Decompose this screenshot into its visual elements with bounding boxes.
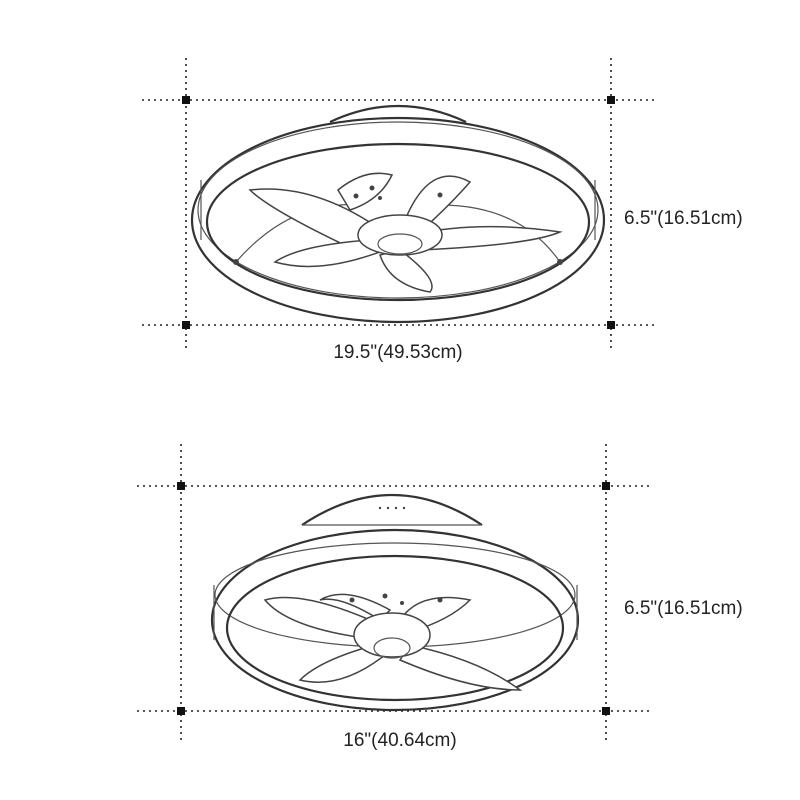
screw [349,597,355,603]
inner-ring [225,554,565,702]
corner-marker [182,96,190,104]
outer-ring [190,116,606,324]
corner-marker [607,96,615,104]
rod-mount [233,259,239,265]
sensor-dot [402,506,406,510]
motor-hub [353,612,431,658]
corner-marker [182,321,190,329]
large-fan-figure: 6.5"(16.51cm) 19.5"(49.53cm) [142,58,743,363]
small-fan-illustration [210,494,580,712]
sensor-dot [378,506,382,510]
screw [400,601,404,605]
hub-cap [373,637,411,659]
ceiling-canopy [329,104,467,123]
large-fan-width-label: 19.5"(49.53cm) [333,342,462,363]
fan-blade [273,239,387,268]
ceiling-canopy [301,494,483,526]
rod-mount [557,259,563,265]
inner-ring [205,142,591,302]
fan-blade [408,225,563,251]
support-rod [439,204,561,263]
corner-marker [607,321,615,329]
fan-blade [298,644,387,683]
large-fan-markers [182,96,615,329]
screw [437,597,443,603]
screw [353,193,359,199]
outer-ring [210,528,580,712]
fan-blade [319,593,392,621]
large-fan-illustration [190,104,606,324]
motor-housing [337,172,394,211]
fan-blade [379,249,433,293]
corner-marker [177,707,185,715]
small-fan-height-label: 6.5"(16.51cm) [624,598,743,619]
small-fan-guides [137,444,650,740]
small-fan-figure: 6.5"(16.51cm) 16"(40.64cm) [137,444,743,751]
corner-marker [177,482,185,490]
fan-blade [263,596,382,641]
large-fan-guides [142,58,658,352]
small-fan-width-label: 16"(40.64cm) [343,730,456,751]
small-fan-markers [177,482,610,715]
corner-marker [602,482,610,490]
corner-marker [602,707,610,715]
screw [437,192,443,198]
ring-band [197,121,599,299]
screw [369,185,375,191]
fan-blade [398,644,523,691]
screw [382,593,388,599]
large-fan-height-label: 6.5"(16.51cm) [624,208,743,229]
motor-hub [357,214,443,256]
sensor-dot [386,506,390,510]
screw [378,196,382,200]
sensor-dot [394,506,398,510]
hub-cap [377,233,423,255]
